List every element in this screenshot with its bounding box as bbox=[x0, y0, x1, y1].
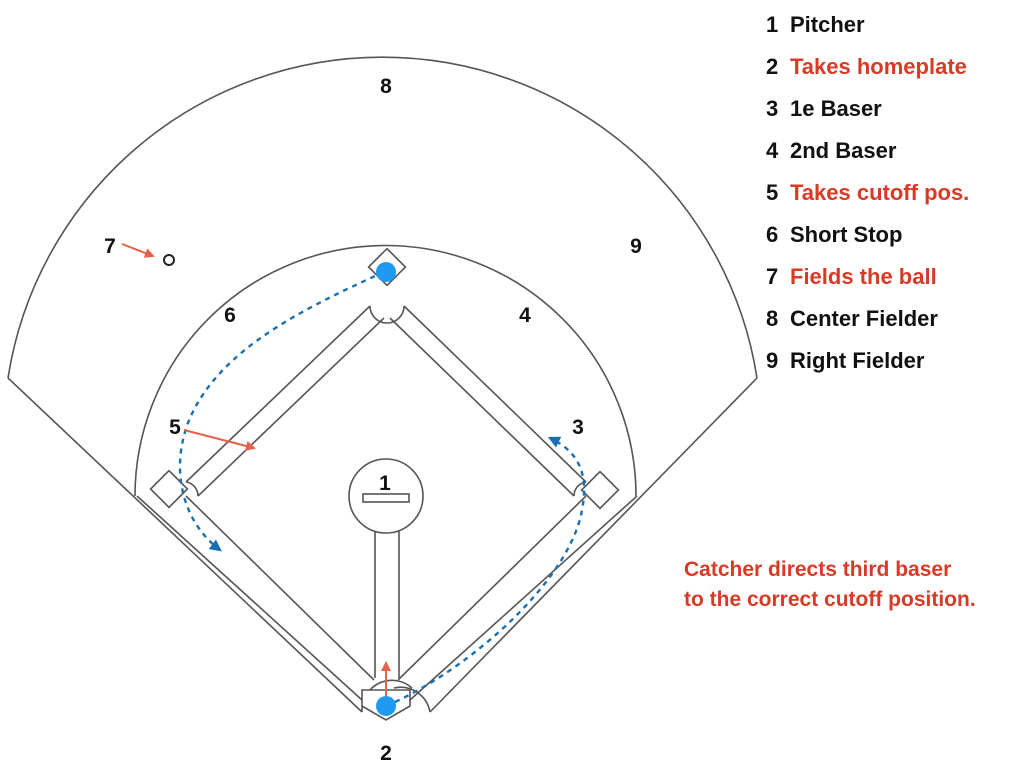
left-foul-line-outer bbox=[7, 377, 363, 713]
legend-label: Takes cutoff pos. bbox=[790, 180, 970, 205]
throw-path-home-to-first bbox=[385, 436, 586, 708]
legend-label: Fields the ball bbox=[790, 264, 937, 289]
position-label-8: 8 bbox=[380, 75, 392, 98]
legend-label: Center Fielder bbox=[790, 306, 938, 331]
legend-label: 2nd Baser bbox=[790, 138, 897, 163]
position-label-5: 5 bbox=[169, 416, 181, 439]
legend-label: Right Fielder bbox=[790, 348, 925, 373]
move-arrow-5 bbox=[183, 429, 256, 451]
throw-path-second-to-third bbox=[178, 270, 385, 552]
legend-label: 1e Baser bbox=[790, 96, 882, 121]
move-arrow-7 bbox=[121, 243, 155, 258]
position-label-4: 4 bbox=[519, 304, 531, 327]
pitchers-rubber bbox=[362, 493, 410, 503]
base-paths bbox=[136, 305, 638, 701]
player-dot-home bbox=[376, 696, 396, 716]
position-label-9: 9 bbox=[630, 235, 642, 258]
legend-label: Short Stop bbox=[790, 222, 903, 247]
ball-marker bbox=[163, 254, 175, 266]
player-dot-second bbox=[376, 262, 396, 282]
right-foul-line-outer bbox=[429, 377, 758, 713]
catcher-note-line-2: to the correct cutoff position. bbox=[684, 588, 976, 611]
position-label-2: 2 bbox=[380, 742, 392, 765]
outfield-fence bbox=[7, 56, 758, 379]
legend-label: Takes homeplate bbox=[790, 54, 967, 79]
catcher-note-line-1: Catcher directs third baser bbox=[684, 558, 952, 581]
third-base bbox=[149, 469, 189, 509]
legend-label: Pitcher bbox=[790, 12, 865, 37]
mound-to-home-path bbox=[374, 528, 400, 678]
catcher-note: Catcher directs third baser to the corre… bbox=[684, 555, 1019, 615]
first-base bbox=[580, 470, 620, 510]
position-label-7: 7 bbox=[104, 235, 116, 258]
position-label-1: 1 bbox=[379, 472, 391, 495]
position-label-6: 6 bbox=[224, 304, 236, 327]
position-label-3: 3 bbox=[572, 416, 584, 439]
infield-arc bbox=[134, 244, 637, 497]
